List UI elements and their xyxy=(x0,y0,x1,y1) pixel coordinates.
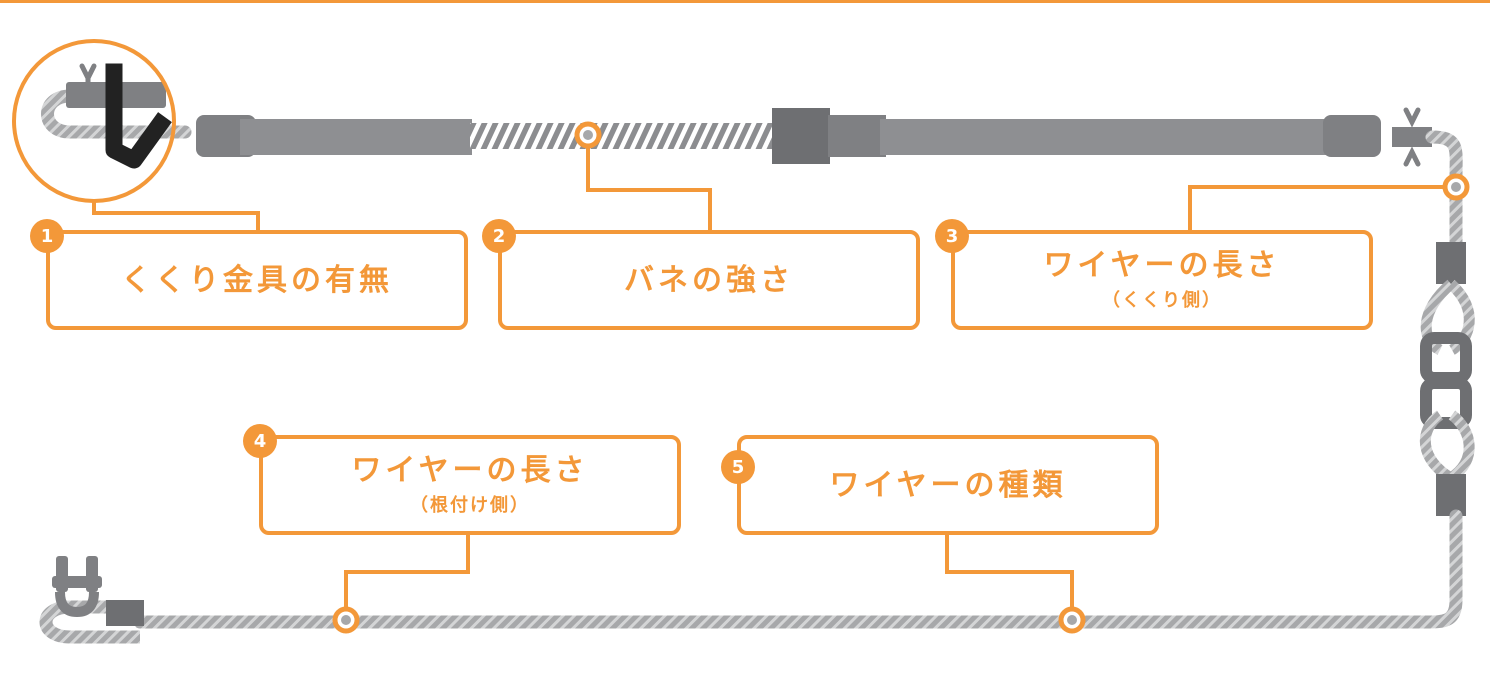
spring-icon xyxy=(470,123,774,149)
grip-right-tube xyxy=(880,119,1340,155)
callout-markers xyxy=(332,121,1470,634)
shackle-icon xyxy=(52,556,102,618)
label-box-4: ワイヤーの長さ （根付け側） xyxy=(259,435,681,535)
label-title: ワイヤーの種類 xyxy=(829,467,1067,503)
connector-collar xyxy=(828,115,886,157)
label-box-2: バネの強さ xyxy=(498,230,920,330)
number-badge-5: 5 xyxy=(721,450,755,484)
number-badge-4: 4 xyxy=(243,424,277,458)
number-badge-2: 2 xyxy=(482,219,516,253)
hook-icon xyxy=(105,63,172,169)
label-title: ワイヤーの長さ xyxy=(1043,247,1281,283)
wire-rope-icon xyxy=(1419,410,1475,483)
label-title: バネの強さ xyxy=(624,262,794,298)
ferrule-bottom-left xyxy=(106,600,144,626)
wire-rope-icon xyxy=(1420,279,1475,355)
wire-rope-icon xyxy=(133,509,1463,629)
number-badge-1: 1 xyxy=(30,219,64,253)
label-subtitle: （くくり側） xyxy=(1102,289,1222,311)
grip-left-tube xyxy=(240,119,472,155)
top-accent-line xyxy=(0,0,1490,3)
grip-right-cap xyxy=(1323,115,1381,157)
label-subtitle: （根付け側） xyxy=(410,494,530,516)
label-title: くくり金具の有無 xyxy=(121,262,393,298)
label-box-3: ワイヤーの長さ （くくり側） xyxy=(951,230,1373,330)
spring-connector xyxy=(772,108,830,164)
label-title: ワイヤーの長さ xyxy=(351,452,589,488)
label-box-5: ワイヤーの種類 xyxy=(737,435,1159,535)
ferrule-bottom xyxy=(1436,474,1466,516)
label-box-1: くくり金具の有無 xyxy=(46,230,468,330)
number-badge-3: 3 xyxy=(935,219,969,253)
turnbuckle-icon xyxy=(1392,127,1432,147)
chain-link-icon xyxy=(1420,332,1472,429)
ferrule-top xyxy=(1436,242,1466,284)
